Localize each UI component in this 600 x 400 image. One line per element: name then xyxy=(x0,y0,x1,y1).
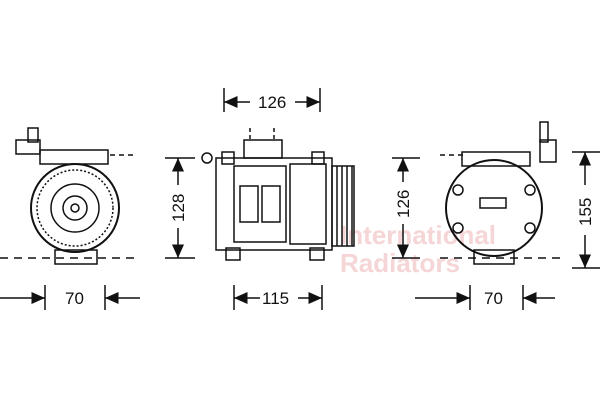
dimension-lines xyxy=(0,88,600,310)
side-view xyxy=(201,128,355,261)
watermark-line2: Radiators xyxy=(340,248,460,278)
dim-front-width: 70 xyxy=(65,289,84,308)
rear-view xyxy=(440,121,560,265)
dim-side-height: 128 xyxy=(169,194,188,222)
dim-rear-height-inner: 126 xyxy=(394,190,413,218)
front-view xyxy=(0,127,140,265)
dim-rear-width: 70 xyxy=(484,289,503,308)
watermark: International Radiators xyxy=(340,220,496,278)
watermark-line1: International xyxy=(340,220,496,250)
dim-rear-height-outer: 155 xyxy=(576,198,595,226)
dim-side-bottom-length: 115 xyxy=(262,289,289,308)
dim-side-top-length: 126 xyxy=(258,93,286,112)
